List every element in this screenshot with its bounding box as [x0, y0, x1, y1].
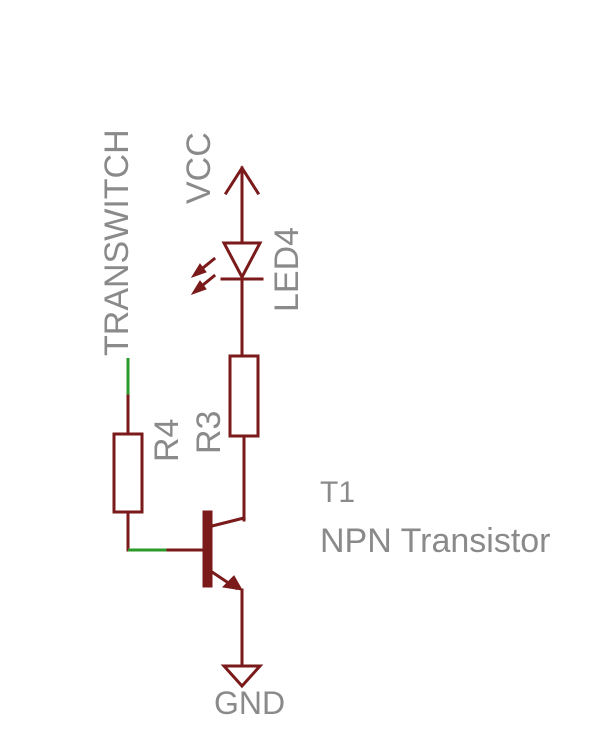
t1-value-label: NPN Transistor [320, 522, 551, 560]
r4-resistor [112, 394, 144, 552]
led4-symbol [190, 241, 264, 358]
transwitch-label: TRANSWITCH [98, 129, 136, 356]
vcc-label: VCC [180, 132, 218, 204]
t1-ref-label: T1 [320, 476, 355, 509]
gnd-symbol [220, 664, 264, 689]
r3-label: R3 [190, 411, 228, 454]
gnd-label: GND [214, 685, 285, 721]
vcc-symbol [223, 165, 261, 245]
r3-resistor [228, 354, 260, 522]
r4-label: R4 [148, 419, 186, 462]
led4-label: LED4 [268, 227, 306, 312]
t1-npn-transistor [166, 510, 246, 666]
